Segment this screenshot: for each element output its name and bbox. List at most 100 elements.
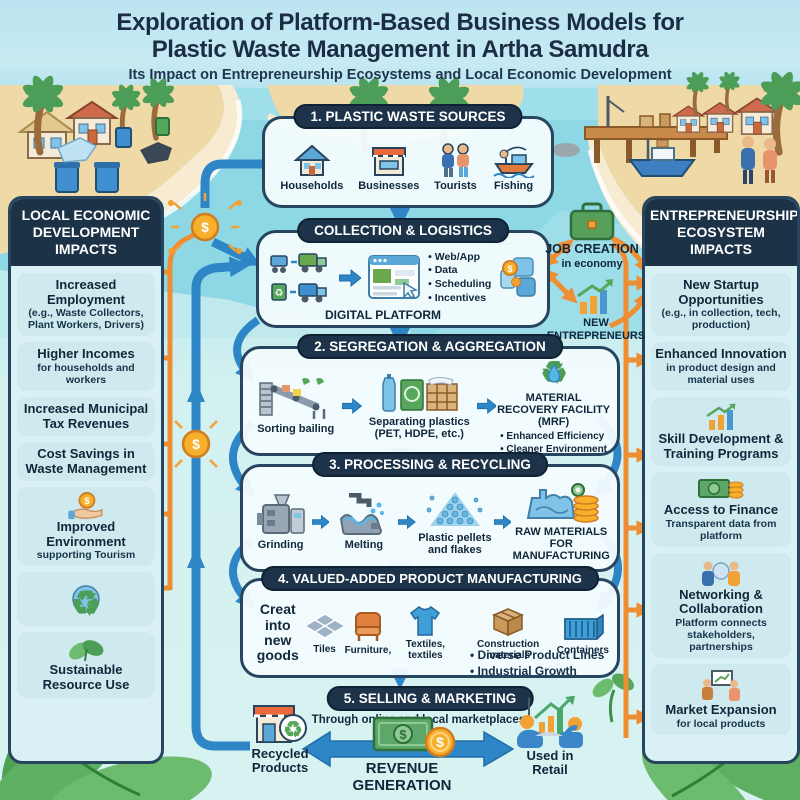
collection-content: ♻ • Web: [259, 233, 547, 325]
step3-box: 3. PROCESSING & RECYCLING Grinding: [240, 452, 620, 572]
svg-text:$: $: [399, 727, 407, 742]
used-in-retail-label: Used in Retail: [526, 748, 574, 778]
digital-platform-caption: DIGITAL PLATFORM: [325, 308, 441, 322]
step4-header: 4. VALUED-ADDED PRODUCT MANUFACTURING: [261, 566, 599, 591]
digital-platform-icon: [368, 255, 421, 300]
mrf-bullet: • Cleaner Environment: [500, 444, 608, 456]
impact-card: Market Expansion for local products: [651, 664, 791, 735]
fishing-boat: [628, 138, 696, 177]
collection-vehicles: ♻: [269, 250, 331, 306]
impact-title: Increased Employment: [46, 277, 125, 307]
impact-card: New Startup Opportunities (e.g., in coll…: [651, 273, 791, 337]
impact-sub: for households and workers: [37, 362, 135, 387]
recycled-products-label: Recycled Products: [251, 746, 309, 776]
product-containers: Containers: [557, 611, 609, 656]
subtitle: Its Impact on Entrepreneurship Ecosystem…: [128, 66, 672, 83]
loop-arrowhead-up: [187, 381, 205, 402]
impact-sub: (e.g., Waste Collectors, Plant Workers, …: [28, 307, 144, 332]
product-textiles: Textiles, textiles: [391, 605, 459, 661]
product-construction: Construction materials: [460, 605, 557, 661]
coin-icon: $: [174, 420, 218, 468]
collection-header: COLLECTION & LOGISTICS: [297, 218, 509, 243]
right-panel-header: ENTREPRENEURSHIP ECOSYSTEM IMPACTS: [645, 199, 797, 267]
impact-card: ♻: [17, 572, 155, 627]
svg-text:$: $: [508, 264, 513, 274]
arrow-to-retail: [435, 730, 515, 768]
data-coins-icon: $: [500, 257, 536, 297]
step4-bullets: • Diverse Product Lines • Industrial Gro…: [470, 648, 604, 679]
revenue-icon-group: $ $: [372, 712, 458, 758]
used-in-retail: Used in Retail: [512, 696, 588, 778]
tiles-icon: [304, 612, 345, 639]
product-label: Textiles, textiles: [405, 639, 446, 661]
product-label: Construction materials: [477, 639, 540, 661]
arrow-right-icon: [398, 514, 416, 530]
impact-sub: supporting Tourism: [36, 549, 136, 562]
arrow-right-icon: [342, 397, 362, 415]
job-creation-title: JOB CREATION: [545, 242, 639, 256]
svg-text:$: $: [436, 734, 444, 750]
impact-card: Access to Finance Transparent data from …: [651, 472, 791, 547]
svg-text:♻: ♻: [274, 288, 283, 299]
recycled-products: ♻ Recycled Products: [242, 700, 318, 776]
impact-title: Sustainable Resource Use: [42, 662, 130, 693]
loop-arrowhead-up: [187, 547, 205, 568]
conveyor-icon: [258, 377, 325, 419]
source-label: Tourists: [434, 179, 477, 192]
arrow-to-recycled-products: [301, 730, 439, 768]
retail-people-icon: [517, 696, 583, 748]
impact-title: New Startup Opportunities: [678, 277, 764, 307]
impact-card: Networking & Collaboration Platform conn…: [651, 552, 791, 659]
container-icon: [564, 613, 604, 640]
sorting-label: Sorting bailing: [257, 422, 335, 435]
store-recycle-icon: ♻: [253, 705, 307, 743]
money-icon: $ $: [372, 716, 456, 758]
step4-lead: Creat into new goods: [256, 601, 299, 664]
step1-header: 1. PLASTIC WASTE SOURCES: [293, 104, 523, 129]
trash-bins: [54, 117, 172, 193]
impact-title: Increased Municipal Tax Revenues: [23, 401, 149, 431]
impact-sub: Transparent data from platform: [665, 517, 777, 542]
separating-plastics: Separating plastics (PET, HDPE, etc.): [362, 372, 477, 440]
impact-title: Skill Development & Training Programs: [658, 431, 784, 461]
product-label: Containers: [556, 644, 609, 656]
feature-item: • Data: [428, 264, 458, 277]
right-impacts-panel: ENTREPRENEURSHIP ECOSYSTEM IMPACTS New S…: [642, 196, 800, 764]
impact-title: Networking & Collaboration: [679, 586, 763, 617]
hand-coin-icon: $: [68, 492, 103, 520]
people: [741, 136, 777, 184]
furniture-icon: [354, 611, 381, 641]
arrow-right-icon: [476, 397, 497, 415]
right-panel-body: New Startup Opportunities (e.g., in coll…: [645, 266, 797, 742]
coin-icon: $: [168, 193, 242, 254]
cart-truck-icon: [270, 253, 327, 273]
impact-title: Enhanced Innovation: [655, 346, 787, 362]
bin-truck-icon: ♻: [271, 283, 327, 303]
step2-box: 2. SEGREGATION & AGGREGATION Sorting bai…: [240, 334, 620, 456]
tourists-icon: [442, 143, 470, 177]
box-icon: [492, 608, 525, 637]
separating-label: Separating plastics (PET, HDPE, etc.): [368, 415, 470, 440]
tshirt-icon: [410, 606, 441, 636]
mrf-title: MATERIAL RECOVERY FACILITY (MRF): [497, 391, 611, 429]
arrow-right-icon: [338, 268, 361, 288]
product-furniture: Furniture,: [345, 611, 391, 656]
title-line-1: Exploration of Platform-Based Business M…: [116, 9, 684, 36]
new-entrepreneurs-callout: NEW ENTREPRENEURS: [547, 278, 645, 342]
source-label: Fishing: [494, 179, 534, 192]
right-impact-connectors: [610, 241, 652, 738]
grinder-icon: [256, 494, 305, 534]
job-creation-sub: in economy: [561, 257, 623, 270]
step4-bullet: • Industrial Growth: [470, 663, 577, 678]
step2-content: Sorting bailing Separating plastics (PET…: [243, 349, 617, 456]
product-tiles: Tiles: [304, 612, 345, 655]
plastic-bottles-icon: [382, 373, 459, 412]
pellets: Plastic pellets and flakes: [416, 488, 495, 556]
impact-card: Higher Incomes for households and worker…: [17, 342, 155, 392]
step2-header: 2. SEGREGATION & AGGREGATION: [297, 334, 563, 359]
briefcase-icon: [569, 202, 615, 241]
left-panel-body: Increased Employment (e.g., Waste Collec…: [11, 266, 161, 704]
raw-materials: RAW MATERIALS FOR MANUFACTURING: [511, 482, 611, 562]
left-panel-header: LOCAL ECONOMIC DEVELOPMENT IMPACTS: [11, 199, 161, 267]
